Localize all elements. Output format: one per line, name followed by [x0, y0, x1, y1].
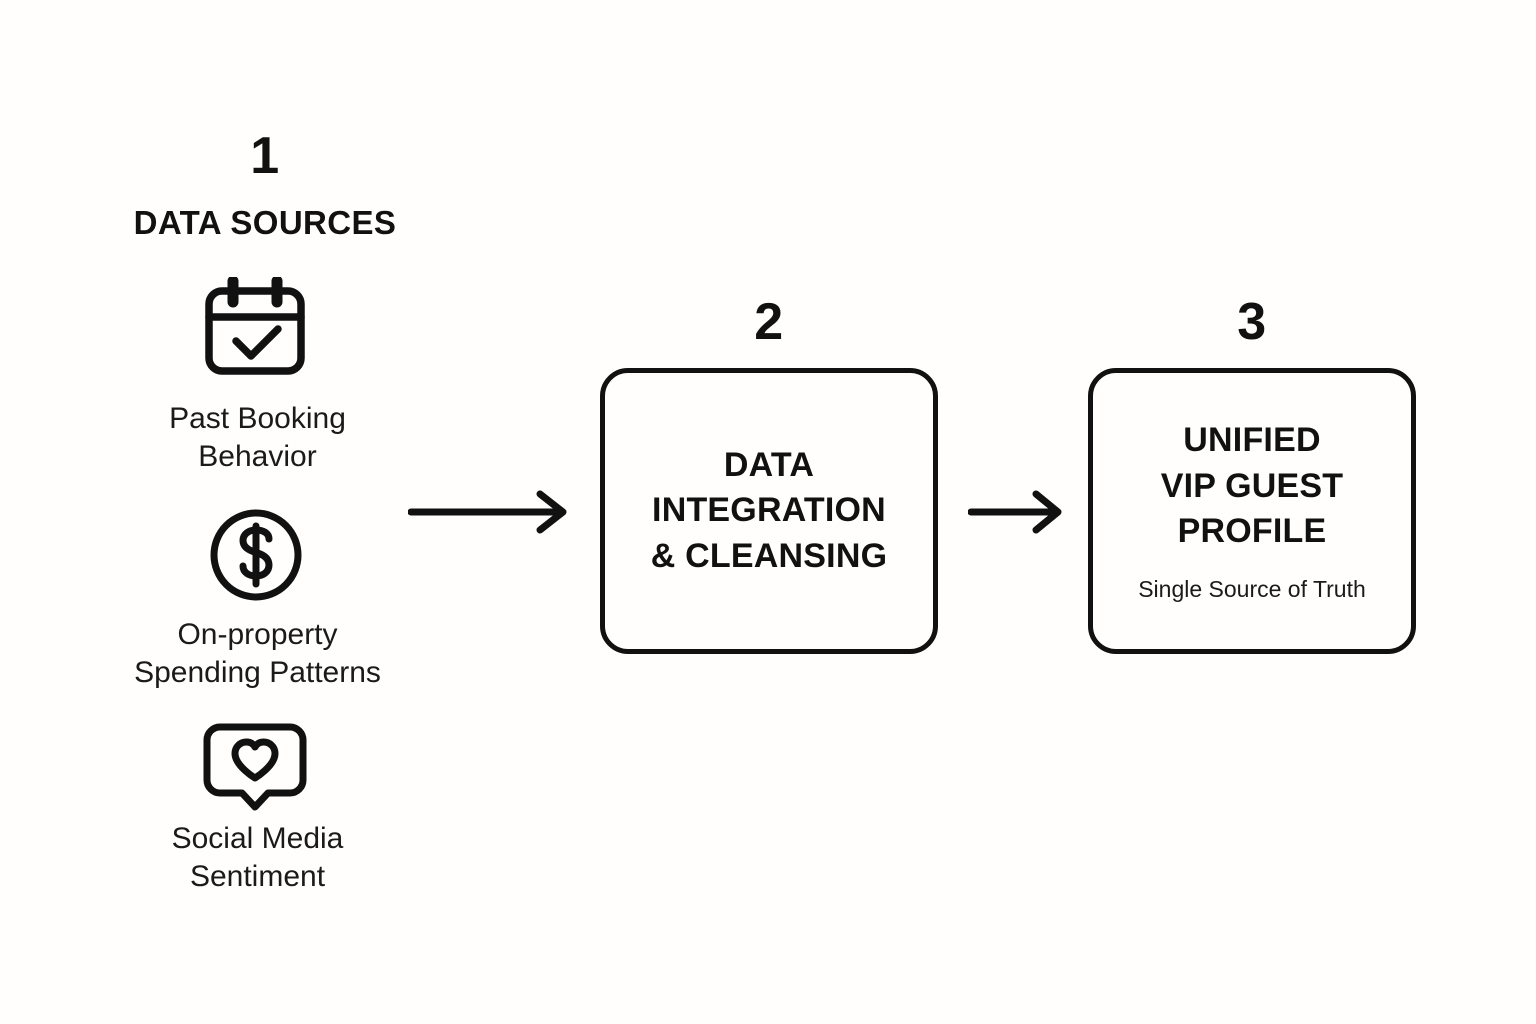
arrow-integration-to-profile: [967, 490, 1068, 539]
source-label-line-1: On-property: [177, 618, 338, 651]
source-label-line-2: Sentiment: [189, 860, 326, 894]
stage-3-subtitle: Single Source of Truth: [1138, 576, 1366, 603]
stage-2-box[interactable]: DATA INTEGRATION & CLEANSING: [600, 368, 938, 654]
stage-1-heading: DATA SOURCES: [133, 204, 397, 241]
source-label-on-property-spending: On-property Spending Patterns: [95, 616, 420, 693]
source-label-social-media-sentiment: Social Media Sentiment: [105, 820, 410, 897]
source-label-line-1: Past Booking: [169, 402, 346, 435]
dollar-circle-icon: [208, 507, 304, 608]
stage-3-title: UNIFIED VIP GUEST PROFILE: [1160, 421, 1344, 550]
stage-2-number: 2: [754, 293, 784, 351]
arrow-sources-to-integration: [407, 490, 573, 539]
source-label-line-2: Spending Patterns: [134, 656, 381, 690]
source-label-past-booking: Past Booking Behavior: [105, 400, 410, 477]
stage-1-number: 1: [250, 127, 280, 185]
stage-3-box[interactable]: UNIFIED VIP GUEST PROFILE Single Source …: [1088, 368, 1416, 654]
stage-1-group: 1 DATA SOURCES: [105, 130, 425, 239]
calendar-check-icon: [200, 275, 310, 382]
source-label-line-2: Behavior: [198, 440, 317, 474]
source-label-line-1: Social Media: [171, 822, 344, 855]
stage-2-title: DATA INTEGRATION & CLEANSING: [650, 446, 888, 575]
speech-bubble-heart-icon: [202, 722, 308, 819]
stage-3-number: 3: [1237, 293, 1267, 351]
